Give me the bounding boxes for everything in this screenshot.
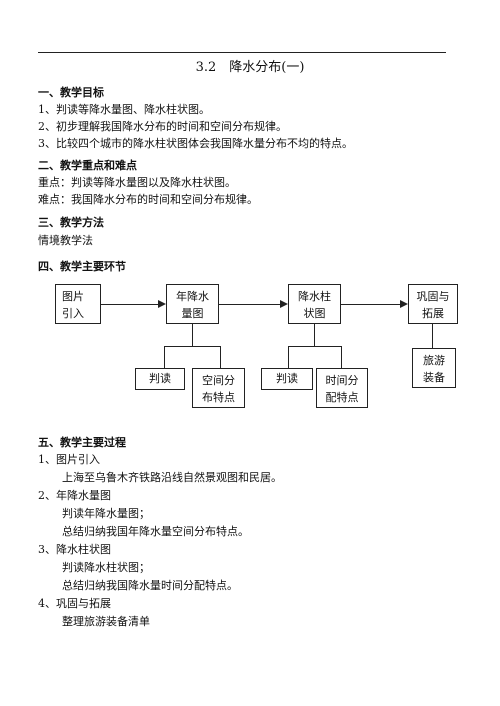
branch-bar bbox=[288, 346, 342, 347]
process-detail: 判读降水柱状图； bbox=[62, 561, 150, 574]
arrow-line bbox=[101, 304, 158, 305]
page-title: 3.2 降水分布(一) bbox=[195, 60, 305, 75]
keypoints-heading: 二、教学重点和难点 bbox=[38, 159, 137, 172]
flow-box-intro: 图片 引入 bbox=[55, 284, 101, 324]
objective-item: 2、初步理解我国降水分布的时间和空间分布规律。 bbox=[38, 120, 287, 133]
top-rule bbox=[38, 52, 446, 53]
branch-drop bbox=[341, 346, 342, 368]
method-item: 情境教学法 bbox=[38, 234, 93, 247]
arrow-line bbox=[341, 304, 400, 305]
process-detail: 判读年降水量图； bbox=[62, 507, 150, 520]
process-detail: 总结归纳我国降水量时间分配特点。 bbox=[62, 579, 238, 592]
objective-item: 3、比较四个城市的降水柱状图体会我国降水量分布不均的特点。 bbox=[38, 137, 353, 150]
process-step: 4、巩固与拓展 bbox=[38, 597, 111, 610]
branch-stem bbox=[432, 324, 433, 348]
links-heading: 四、教学主要环节 bbox=[38, 260, 126, 273]
process-detail: 整理旅游装备清单 bbox=[62, 615, 150, 628]
objectives-heading: 一、教学目标 bbox=[38, 86, 104, 99]
flow-box-column-chart: 降水柱 状图 bbox=[288, 284, 341, 324]
flow-box-read-column: 判读 bbox=[261, 368, 313, 390]
process-detail: 总结归纳我国年降水量空间分布特点。 bbox=[62, 525, 249, 538]
branch-drop bbox=[220, 346, 221, 368]
arrow-line bbox=[219, 304, 280, 305]
arrow-head bbox=[280, 300, 288, 308]
flow-box-temporal: 时间分 配特点 bbox=[316, 368, 368, 408]
branch-stem bbox=[314, 324, 315, 346]
process-heading: 五、教学主要过程 bbox=[38, 436, 126, 449]
branch-drop bbox=[164, 346, 165, 368]
process-step: 2、年降水量图 bbox=[38, 489, 111, 502]
keypoint-item: 难点：我国降水分布的时间和空间分布规律。 bbox=[38, 193, 258, 206]
branch-stem bbox=[192, 324, 193, 346]
arrow-head bbox=[400, 300, 408, 308]
keypoint-item: 重点：判读等降水量图以及降水柱状图。 bbox=[38, 176, 236, 189]
branch-drop bbox=[288, 346, 289, 368]
branch-bar bbox=[164, 346, 221, 347]
process-step: 3、降水柱状图 bbox=[38, 543, 111, 556]
arrow-head bbox=[158, 300, 166, 308]
flow-box-spatial: 空间分 布特点 bbox=[192, 368, 245, 408]
process-detail: 上海至乌鲁木齐铁路沿线自然景观图和民居。 bbox=[62, 471, 282, 484]
process-step: 1、图片引入 bbox=[38, 453, 100, 466]
flow-box-travel-gear: 旅游 装备 bbox=[412, 348, 456, 388]
objective-item: 1、判读等降水量图、降水柱状图。 bbox=[38, 103, 210, 116]
method-heading: 三、教学方法 bbox=[38, 216, 104, 229]
flow-box-consolidate: 巩固与 拓展 bbox=[408, 284, 458, 324]
flow-box-annual-map: 年降水 量图 bbox=[166, 284, 219, 324]
flow-box-read-annual: 判读 bbox=[135, 368, 185, 390]
